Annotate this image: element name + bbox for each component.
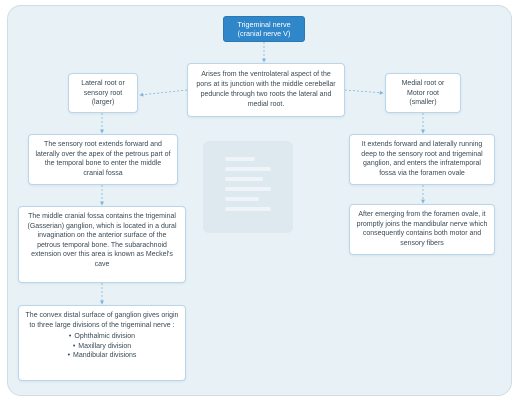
division-item-ophthalmic: Ophthalmic division [25,332,179,342]
lateral-root-line-1: Lateral root or [81,80,125,87]
node-mandibular-join: After emerging from the foramen ovale, i… [349,204,495,255]
title-line-2: (cranial nerve V) [237,29,291,38]
divisions-list: Ophthalmic division Maxillary division M… [25,332,179,361]
lateral-root-line-2: sensory root [83,89,123,97]
node-sensory-course: The sensory root extends forward and lat… [28,134,178,185]
node-lateral-root: Lateral root or sensory root (larger) [68,73,138,113]
medial-root-line-3: (smaller) [409,99,437,106]
node-motor-course: It extends forward and laterally running… [349,134,495,185]
node-trigeminal-ganglion: The middle cranial fossa contains the tr… [18,206,186,283]
center-origin-text: Arises from the ventrolateral aspect of … [196,71,336,108]
motor-course-text: It extends forward and laterally running… [361,141,483,177]
division-item-maxillary: Maxillary division [25,342,179,352]
node-medial-root: Medial root or Motor root (smaller) [385,73,461,113]
ganglion-text: The middle cranial fossa contains the tr… [27,213,177,268]
title-line-1: Trigeminal nerve [237,20,291,29]
divisions-intro-text: The convex distal surface of ganglion gi… [25,312,179,329]
node-center-origin: Arises from the ventrolateral aspect of … [187,63,345,117]
medial-root-line-2: Motor root [407,89,439,97]
sensory-course-text: The sensory root extends forward and lat… [35,141,171,177]
mandibular-join-text: After emerging from the foramen ovale, i… [356,211,488,247]
document-watermark-icon [203,141,293,233]
division-item-mandibular: Mandibular divisions [25,351,179,361]
medial-root-line-1: Medial root or [401,80,445,87]
title-node-trigeminal-nerve: Trigeminal nerve (cranial nerve V) [223,16,305,42]
node-three-divisions: The convex distal surface of ganglion gi… [18,305,186,381]
lateral-root-line-3: (larger) [91,99,115,106]
